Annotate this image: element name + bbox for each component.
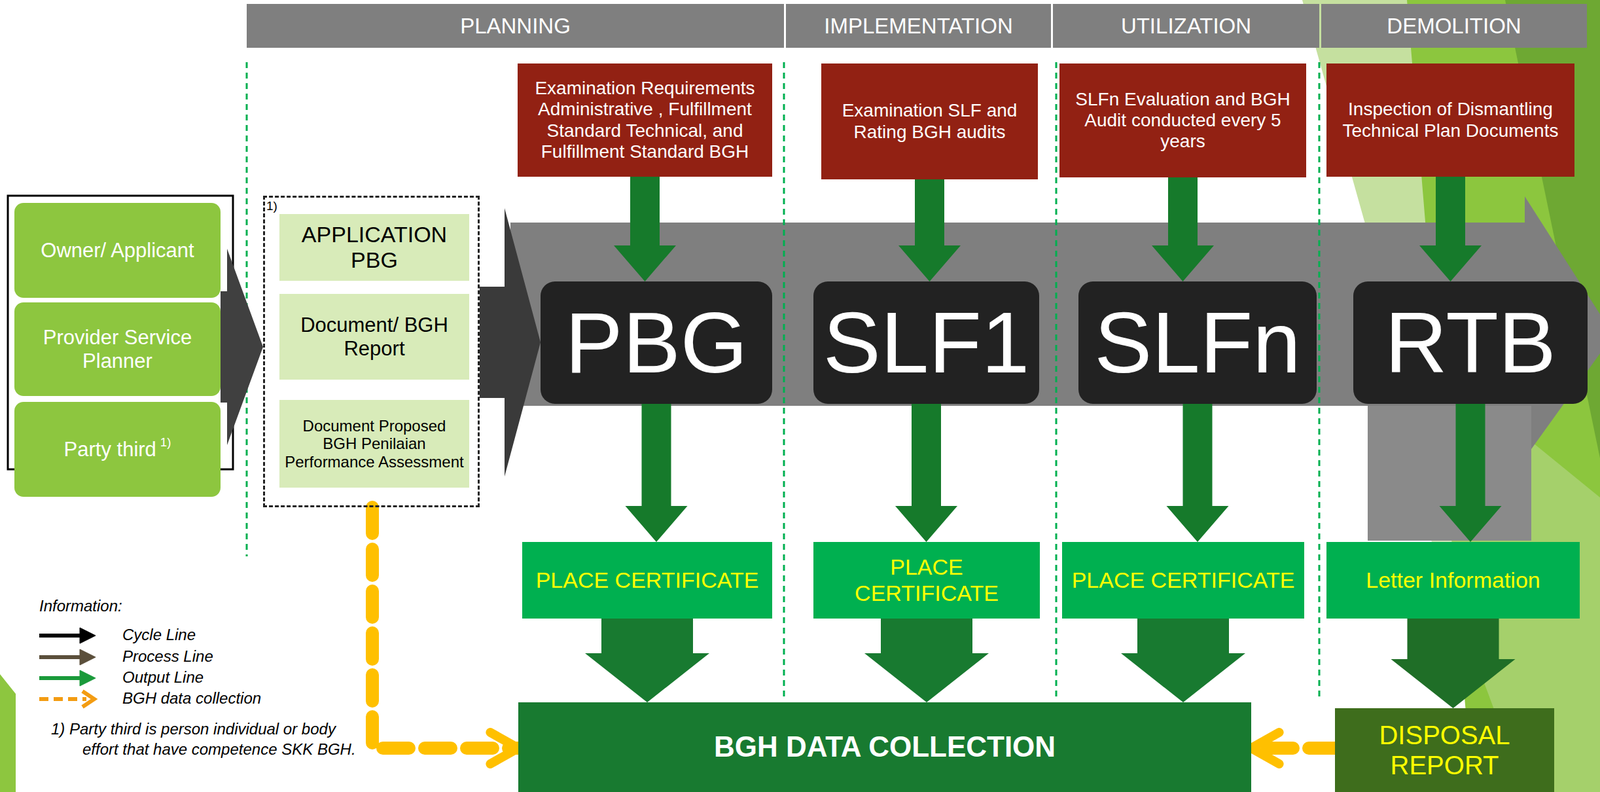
box-label: PLANNING — [460, 13, 571, 39]
footnote-mark: 1) — [160, 435, 172, 449]
output-box: Letter Information — [1326, 541, 1580, 619]
box-label: Document Proposed BGH Penilaian Performa… — [284, 416, 464, 472]
box-label: PLACE CERTIFICATE — [1071, 567, 1296, 593]
flow-arrow — [1419, 176, 1482, 282]
flow-arrow — [895, 403, 958, 542]
flow-arrow — [864, 618, 989, 703]
data-collection-line — [1251, 741, 1335, 755]
document-group: 1) APPLICATION PBG Document/ BGH ReportDoc… — [263, 195, 480, 508]
callout-number: 1) — [266, 198, 278, 214]
permit-box: PBG — [540, 281, 773, 404]
requirement-box: Examination SLF and Rating BGH audits — [821, 63, 1038, 180]
box-label: UTILIZATION — [1120, 13, 1252, 39]
flow-arrow — [625, 403, 688, 542]
process-band — [1367, 405, 1532, 541]
box-label: SLFn — [1094, 299, 1301, 387]
legend-line — [39, 696, 87, 701]
phase-dividers — [246, 62, 1320, 697]
requirement-box: Examination Requirements Administrative … — [517, 63, 773, 177]
legend-swatch — [39, 649, 96, 665]
flow-arrow — [585, 618, 710, 703]
permit-box: RTB — [1353, 281, 1588, 404]
flow-arrow — [613, 176, 676, 282]
flow-arrow — [1166, 403, 1229, 542]
phase-header: IMPLEMENTATION — [785, 3, 1051, 48]
footnote: 1) Party third is person individual or b… — [51, 718, 364, 760]
document-box: Document Proposed BGH Penilaian Performa… — [279, 399, 470, 488]
box-label: Letter Information — [1365, 567, 1540, 593]
legend-arrowhead — [82, 691, 95, 707]
box-label: SLF1 — [823, 299, 1031, 387]
box-label: BGH DATA COLLECTION — [713, 730, 1056, 764]
box-label: Inspection of Dismantling Technical Plan… — [1331, 98, 1570, 141]
box-label: PLACE CERTIFICATE — [535, 567, 760, 593]
legend-line — [39, 675, 87, 680]
collection-box: BGH DATA COLLECTION — [518, 702, 1252, 792]
legend-label: Output Line — [122, 668, 204, 687]
output-box: PLACE CERTIFICATE — [1062, 541, 1305, 619]
legend-swatch — [39, 627, 96, 644]
flow-arrow — [220, 248, 264, 445]
output-box: PLACE CERTIFICATE — [813, 541, 1040, 619]
flow-arrow — [479, 208, 541, 477]
flow-arrow — [1391, 618, 1516, 709]
phase-header: PLANNING — [246, 3, 784, 48]
box-label: Examination Requirements Administrative … — [522, 77, 767, 163]
box-label: DISPOSAL REPORT — [1340, 719, 1549, 781]
legend-arrowhead — [79, 649, 96, 665]
box-label: IMPLEMENTATION — [823, 13, 1013, 39]
phase-divider — [1055, 62, 1058, 697]
legend-label: Cycle Line — [122, 625, 196, 644]
box-label: Examination SLF and Rating BGH audits — [826, 100, 1033, 143]
permit-box: SLF1 — [813, 281, 1040, 404]
actor-box: Party third1) — [14, 401, 221, 497]
legend-line — [39, 633, 87, 638]
requirement-box: SLFn Evaluation and BGH Audit conducted … — [1059, 63, 1307, 178]
phase-divider — [783, 62, 786, 697]
flow-arrow — [1120, 618, 1246, 703]
legend-swatch — [39, 670, 96, 686]
legend-line — [39, 655, 87, 659]
box-label: PLACE CERTIFICATE — [818, 554, 1035, 606]
permit-box: SLFn — [1078, 281, 1317, 404]
phase-divider — [1318, 62, 1321, 697]
report-box: DISPOSAL REPORT — [1334, 708, 1555, 792]
box-label: Document/ BGH Report — [284, 313, 464, 360]
flow-arrow — [1151, 177, 1214, 282]
legend-title: Information: — [39, 595, 236, 616]
box-label: Party third — [64, 437, 157, 462]
document-box: Document/ BGH Report — [279, 293, 470, 380]
legend-label: BGH data collection — [122, 689, 262, 708]
legend-arrowhead — [79, 670, 96, 686]
box-label: Owner/ Applicant — [40, 238, 194, 263]
legend-swatch — [39, 691, 95, 707]
box-label: SLFn Evaluation and BGH Audit conducted … — [1064, 88, 1301, 153]
requirement-box: Inspection of Dismantling Technical Plan… — [1326, 63, 1575, 177]
box-label: RTB — [1384, 299, 1557, 387]
decor-stripe — [0, 674, 16, 792]
output-box: PLACE CERTIFICATE — [522, 541, 773, 619]
phase-header: UTILIZATION — [1052, 3, 1320, 48]
phase-header: DEMOLITION — [1321, 3, 1587, 48]
decor-stripe — [1334, 281, 1600, 792]
actor-box: Provider Service Planner — [14, 302, 221, 396]
document-box: APPLICATION PBG — [279, 213, 470, 281]
box-label: DEMOLITION — [1386, 13, 1521, 39]
flow-arrow — [898, 179, 961, 282]
legend-label: Process Line — [122, 647, 214, 666]
data-collection-line — [372, 507, 519, 748]
box-label: Provider Service Planner — [19, 325, 216, 373]
box-label: PBG — [565, 299, 748, 387]
actor-box: Owner/ Applicant — [14, 202, 221, 298]
legend-arrowhead — [79, 627, 96, 644]
box-label: APPLICATION PBG — [284, 221, 464, 273]
flow-arrow — [1439, 403, 1502, 542]
